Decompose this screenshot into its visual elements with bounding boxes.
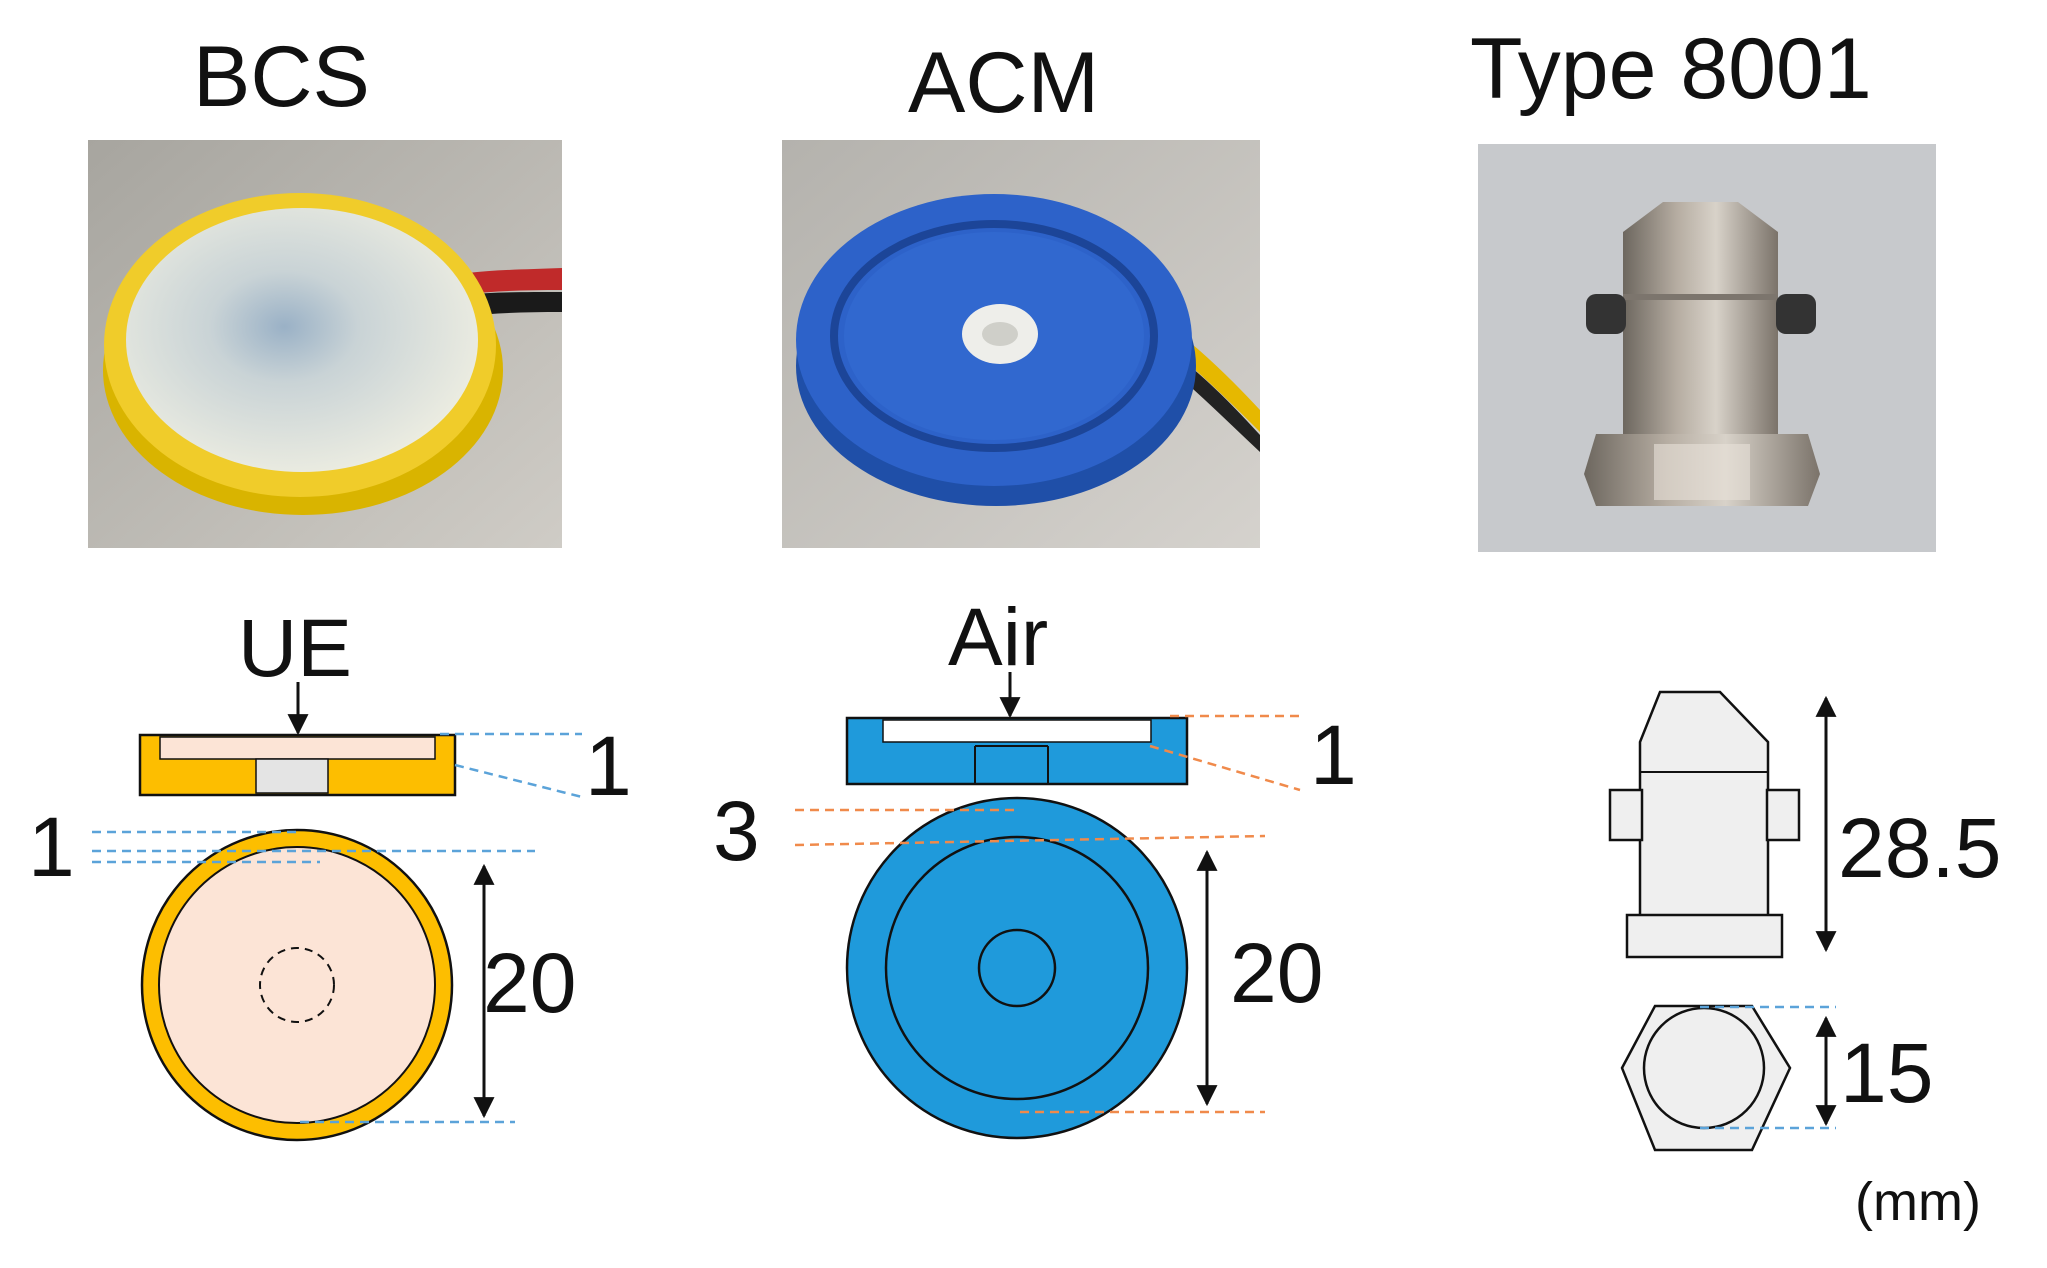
photo-type8001	[1478, 144, 1936, 552]
title-bcs: BCS	[193, 29, 370, 125]
bcs-wall-label: 1	[28, 800, 75, 894]
type8001-width-label: 15	[1840, 1026, 1933, 1120]
bcs-input-label: UE	[238, 603, 352, 694]
bcs-top-gel	[158, 846, 436, 1124]
acm-top-center	[977, 928, 1057, 1008]
type8001-side-connector-left	[1608, 788, 1644, 842]
acm-diameter-label: 20	[1230, 926, 1323, 1020]
bcs-top-cavity	[259, 947, 335, 1023]
bcs-side-gel	[159, 736, 436, 760]
photo-bcs	[88, 140, 562, 548]
acm-side-membrane	[882, 719, 1152, 743]
type8001-height-label: 28.5	[1838, 801, 2002, 895]
title-acm: ACM	[908, 35, 1100, 131]
acm-input-label: Air	[948, 592, 1048, 683]
type8001-side-base	[1625, 913, 1784, 959]
type8001-side-connector-right	[1765, 788, 1801, 842]
photo-acm	[782, 140, 1260, 548]
acm-rim-label: 3	[713, 784, 760, 878]
unit-label: (mm)	[1855, 1172, 1981, 1232]
type8001-side-body	[1638, 690, 1770, 922]
type8001-bottom-circle	[1642, 1006, 1766, 1130]
bcs-diameter-label: 20	[483, 936, 576, 1030]
bcs-side-cavity	[255, 758, 329, 794]
acm-thickness-label: 1	[1310, 708, 1357, 802]
bcs-thickness-label: 1	[585, 719, 632, 813]
title-type8001: Type 8001	[1470, 21, 1872, 117]
